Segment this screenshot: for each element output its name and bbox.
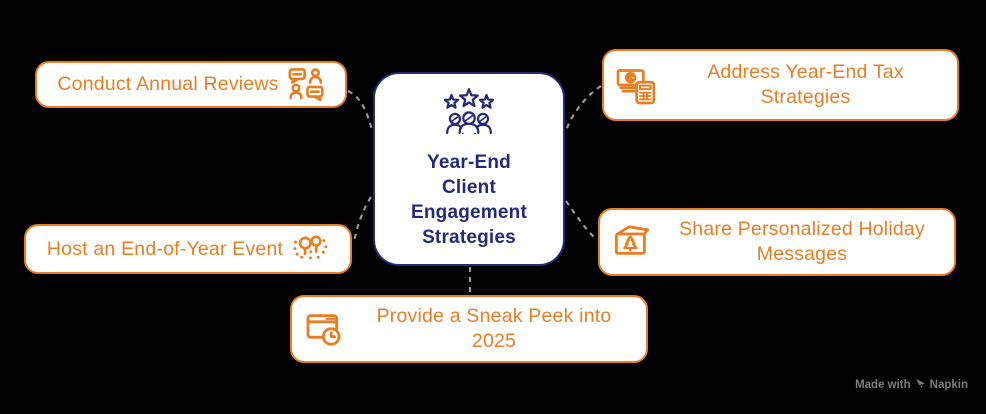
connector-center-to-tax — [565, 85, 602, 132]
connector-center-to-holiday — [565, 200, 597, 240]
node-end-of-year-event: Host an End-of-Year Event — [24, 224, 352, 274]
node-sneak-peek-2025: Provide a Sneak Peek into 2025 — [290, 295, 648, 363]
holiday-card-icon — [612, 222, 652, 262]
balloons-icon — [292, 231, 329, 268]
napkin-logo-icon — [915, 378, 926, 392]
center-title-line-1: Year-End — [427, 151, 511, 173]
node-label: Share Personalized Holiday Messages — [679, 218, 925, 265]
node-holiday-messages: Share Personalized Holiday Messages — [598, 208, 956, 276]
node-label: Conduct Annual Reviews — [57, 73, 279, 96]
connector-center-to-annual-reviews — [347, 90, 374, 132]
stars-people-icon — [441, 87, 497, 142]
node-label: Provide a Sneak Peek into 2025 — [376, 305, 612, 352]
center-node-title: Year-End Client Engagement Strategies — [411, 150, 527, 250]
connector-center-to-event — [352, 196, 372, 243]
napkin-watermark: Made with Napkin — [855, 378, 968, 392]
node-year-end-tax-strategies: Address Year-End Tax Strategies — [602, 49, 959, 121]
center-title-line-2: Client — [442, 176, 496, 198]
node-label: Address Year-End Tax Strategies — [707, 61, 904, 108]
watermark-brand: Napkin — [929, 379, 968, 391]
money-calculator-icon — [616, 65, 656, 105]
center-title-line-3: Engagement — [410, 202, 528, 223]
calendar-clock-icon — [304, 309, 344, 349]
watermark-prefix: Made with — [855, 379, 911, 391]
center-node-year-end-strategies: Year-End Client Engagement Strategies — [373, 72, 565, 266]
node-label: Host an End-of-Year Event — [46, 237, 284, 260]
chat-people-icon — [288, 66, 325, 103]
center-title-line-4: Strategies — [422, 227, 516, 249]
node-conduct-annual-reviews: Conduct Annual Reviews — [35, 61, 347, 108]
